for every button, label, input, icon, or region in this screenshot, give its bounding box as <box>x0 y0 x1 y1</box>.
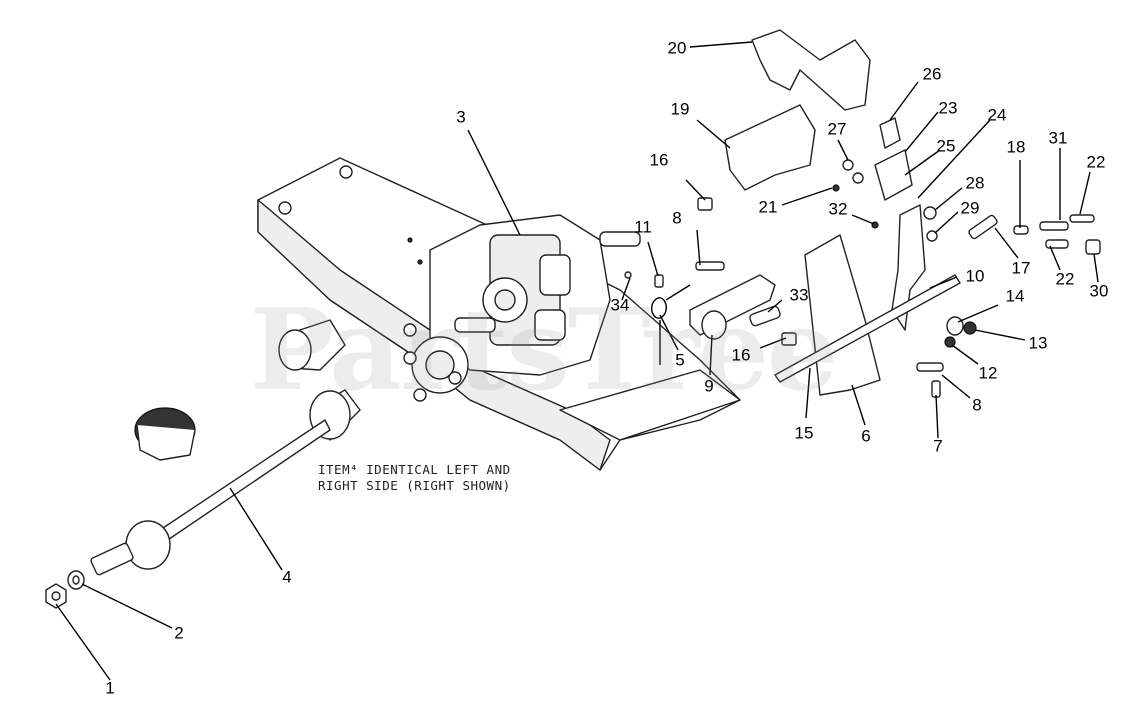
callout-8-bottom: 8 <box>972 395 982 415</box>
callout-15: 15 <box>794 423 814 443</box>
transaxle-assembly <box>403 214 641 402</box>
callout-4: 4 <box>282 567 292 587</box>
item-note: ITEM⁴ IDENTICAL LEFT AND RIGHT SIDE (RIG… <box>318 462 511 494</box>
callout-33: 33 <box>789 285 809 305</box>
callout-27: 27 <box>827 119 847 139</box>
callout-22-top: 22 <box>1086 152 1106 172</box>
item-note-line-2: RIGHT SIDE (RIGHT SHOWN) <box>318 478 511 493</box>
axle-shaft-assembly <box>90 319 361 576</box>
callout-30: 30 <box>1089 281 1109 301</box>
callout-21: 21 <box>758 197 778 217</box>
leader-lines <box>55 41 1099 681</box>
callout-34: 34 <box>610 295 630 315</box>
callout-28: 28 <box>965 173 985 193</box>
callout-10: 10 <box>965 266 985 286</box>
callout-11: 11 <box>634 217 652 237</box>
callout-26: 26 <box>922 64 942 84</box>
callout-23: 23 <box>938 98 958 118</box>
callout-1: 1 <box>105 678 115 698</box>
callout-16-top: 16 <box>649 150 669 170</box>
callout-22-bottom: 22 <box>1055 269 1075 289</box>
callout-31: 31 <box>1048 128 1068 148</box>
callout-20: 20 <box>667 38 687 58</box>
callout-24: 24 <box>987 105 1007 125</box>
callout-16-mid: 16 <box>731 345 751 365</box>
callout-19: 19 <box>670 99 690 119</box>
callout-2: 2 <box>174 623 184 643</box>
callout-6: 6 <box>861 426 871 446</box>
callout-14: 14 <box>1005 286 1025 306</box>
nut-and-washer <box>45 570 85 609</box>
callout-29: 29 <box>960 198 980 218</box>
callout-13: 13 <box>1028 333 1048 353</box>
callout-17: 17 <box>1011 258 1031 278</box>
callout-7: 7 <box>933 436 943 456</box>
linkage-parts <box>624 29 1101 398</box>
callout-3: 3 <box>456 107 466 127</box>
callout-8-top: 8 <box>672 208 682 228</box>
callout-25: 25 <box>936 136 956 156</box>
item-note-line-1: ITEM⁴ IDENTICAL LEFT AND <box>318 462 511 477</box>
callout-5: 5 <box>675 350 685 370</box>
callout-12: 12 <box>978 363 998 383</box>
callout-32: 32 <box>828 199 848 219</box>
callout-18: 18 <box>1006 137 1026 157</box>
callout-9: 9 <box>704 376 714 396</box>
